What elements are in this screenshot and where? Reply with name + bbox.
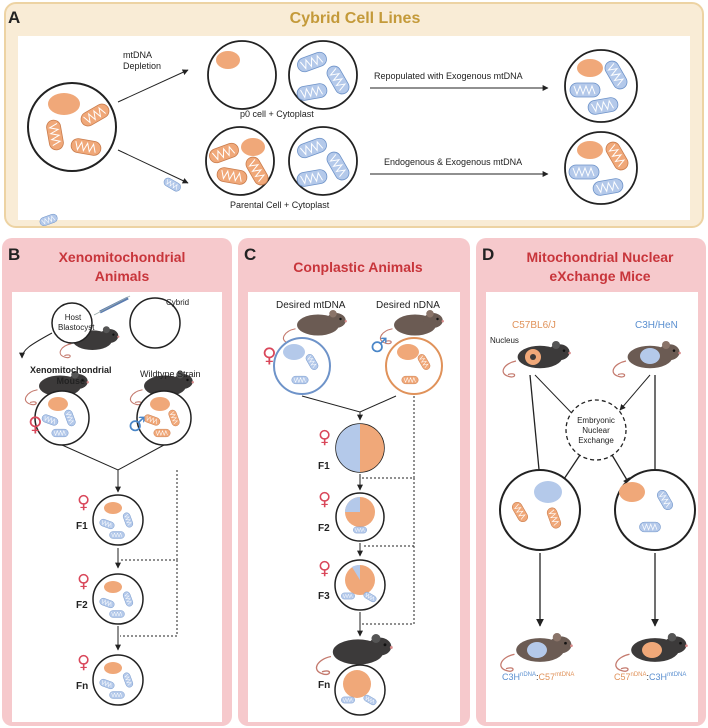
panel-c-diagram: ♀ ♂ ♀ ♀ ♀ [262,309,445,716]
label-nucleus: Nucleus [490,336,519,345]
panel-d-diagram [499,340,696,672]
panel-c-title: Conplastic Animals [293,259,423,275]
gen-b-fn: Fn [76,681,89,692]
svg-text:♀: ♀ [77,571,90,592]
host-blastocyst [51,302,93,344]
label-parental-cytoplast: Parental Cell + Cytoplast [230,200,330,210]
label-strain-c57: C57BL6/J [512,320,556,331]
svg-text:♀: ♀ [318,427,331,448]
gen-b-f1: F1 [76,521,88,532]
result-right: C57nDNA:C3HmtDNA [614,672,687,682]
svg-text:♀: ♀ [318,489,331,510]
gen-c-f2: F2 [318,523,330,534]
female-symbol-xeno: ♀ [28,412,43,436]
panel-c-letter: C [244,245,257,264]
panel-a-diagram [27,40,638,205]
svg-text:♀: ♀ [77,652,90,673]
desired-mt-cell [273,337,331,395]
p0-cell [207,40,277,110]
result-left: C3HnDNA:C57mtDNA [502,672,575,682]
arrow-depletion [117,69,189,103]
mnx-cell-left [499,469,581,551]
arrow-parental [117,149,189,184]
label-embryonic-exchange: Embryonic Nuclear Exchange [577,416,615,445]
panel-b-title: Xenomitochondrial Animals [58,249,186,284]
gen-c-f1: F1 [318,461,330,472]
label-repopulated: Repopulated with Exogenous mtDNA [374,71,523,81]
label-p0-cytoplast: p0 cell + Cytoplast [240,109,314,119]
mnx-cell-right [614,469,696,551]
panel-d-letter: D [482,245,495,264]
arrow-blastocyst [19,332,53,359]
original-nucleus [48,93,80,115]
male-symbol-wildtype: ♂ [128,412,146,436]
panel-b-letter: B [8,245,21,264]
panel-a-title: Cybrid Cell Lines [289,10,421,27]
panel-b-diagram: ♀ ♂ ♀ ♀ ♀ [19,176,195,706]
gen-b-f2: F2 [76,600,88,611]
svg-text:♀: ♀ [262,343,277,367]
svg-text:♀: ♀ [318,558,331,579]
label-wildtype: Wildtype Strain [140,369,201,379]
gen-c-f3: F3 [318,591,330,602]
cybrid-circle [129,297,181,349]
label-desired-ndna: Desired nDNA [376,300,440,311]
panel-a-letter: A [8,8,21,27]
label-strain-c3h: C3H/HeN [635,320,678,331]
label-cybrid: Cybrid [166,298,190,307]
svg-text:♀: ♀ [77,492,90,513]
label-endo-exo: Endogenous & Exogenous mtDNA [384,157,523,167]
label-desired-mtdna: Desired mtDNA [276,300,346,311]
label-xeno-mouse: Xenomitochondrial Mouse [30,365,112,386]
label-host-blastocyst: Host Blastocyst [58,313,95,332]
panel-d-title: Mitochondrial Nuclear eXchange Mice [526,249,674,284]
svg-text:♂: ♂ [370,333,388,357]
embryonic-exchange-circle [565,399,627,461]
label-mtdna-depletion: mtDNA Depletion [123,50,162,71]
gen-c-fn: Fn [318,680,331,691]
